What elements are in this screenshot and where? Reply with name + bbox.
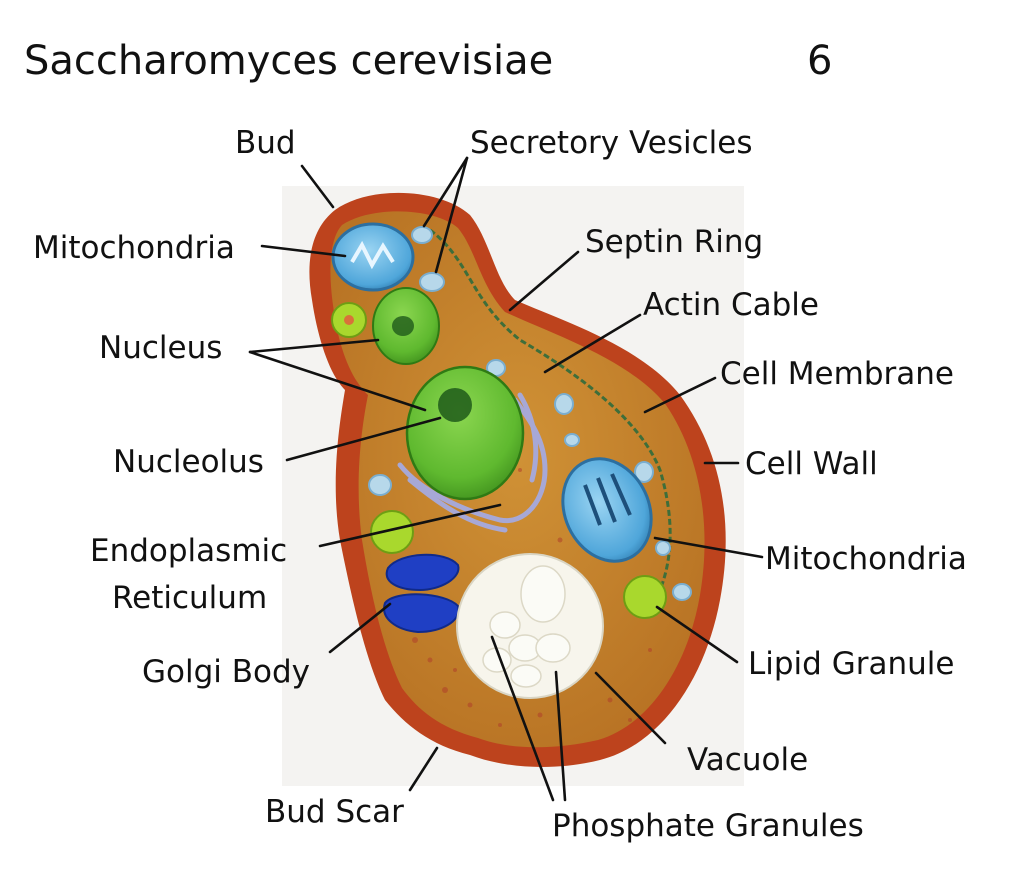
endoplasmic-reticulum (397, 392, 548, 533)
label-bud-scar: Bud Scar (265, 794, 404, 830)
label-vacuole: Vacuole (687, 742, 808, 778)
label-lipid-granule: Lipid Granule (748, 646, 954, 682)
plate-number: 6 (807, 38, 832, 84)
label-cell-membrane: Cell Membrane (720, 356, 954, 392)
label-actin-cable: Actin Cable (643, 287, 819, 323)
label-reticulum: Reticulum (112, 580, 267, 616)
leader-lines (248, 156, 764, 802)
label-cell-wall: Cell Wall (745, 446, 878, 482)
mitochondrion-bud (331, 222, 415, 292)
label-secretory-vesicles: Secretory Vesicles (470, 125, 753, 161)
vacuole (456, 553, 604, 699)
label-nucleolus: Nucleolus (113, 444, 264, 480)
label-phosphate-granules: Phosphate Granules (552, 808, 864, 844)
label-mitochondria-right: Mitochondria (765, 541, 967, 577)
label-mitochondria-left: Mitochondria (33, 230, 235, 266)
nucleus-main (405, 365, 525, 501)
secretory-vesicles (368, 226, 692, 601)
label-nucleus: Nucleus (99, 330, 222, 366)
mitochondrion-main (561, 457, 653, 563)
diagram-title: Saccharomyces cerevisiae (24, 38, 553, 84)
label-septin-ring: Septin Ring (585, 224, 763, 260)
label-bud: Bud (235, 125, 296, 161)
lipid-granule-left (370, 510, 414, 554)
actin-cable (429, 228, 672, 591)
label-golgi-body: Golgi Body (142, 654, 310, 690)
lipid-granule-right (623, 575, 667, 619)
label-endoplasmic: Endoplasmic (90, 533, 287, 569)
golgi-body (383, 553, 460, 634)
nucleus-bud (372, 287, 440, 365)
